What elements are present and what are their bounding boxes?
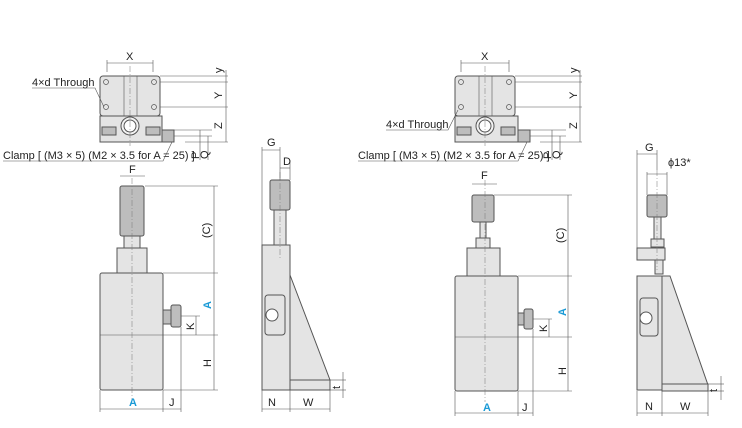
clamp-screw-left (456, 126, 472, 136)
bracket-base (661, 383, 709, 392)
dim-w: W (303, 397, 314, 409)
clamp-knob (170, 304, 182, 328)
dim-d: D (283, 156, 291, 168)
dim-h: H (557, 367, 569, 375)
dim-h: H (202, 359, 214, 367)
dim-a-bottom: A (483, 402, 491, 414)
right-top-view: X y Y Z P Q 4×d Through Clamp [ (M3 × 5)… (358, 51, 582, 162)
micrometer-shaft (653, 216, 662, 240)
clamp-label: Clamp [ (M3 × 5) (M2 × 3.5 for A = 25) ] (3, 150, 195, 162)
dim-f: F (481, 170, 488, 182)
dim-a-side: A (202, 301, 214, 309)
bracket-gusset (661, 275, 709, 392)
dim-t: t (331, 386, 343, 389)
dim-n: N (268, 397, 276, 409)
dim-x: X (481, 51, 489, 63)
bracket-base (289, 379, 331, 391)
clamp-knob (517, 129, 531, 143)
dim-g: G (267, 137, 276, 149)
dim-f: F (129, 164, 136, 176)
knob-shaft (162, 309, 172, 325)
bracket-gusset (289, 274, 331, 391)
dim-y: Y (568, 91, 580, 99)
right-front-view: F (C) A K H A J (454, 170, 572, 416)
dim-g: G (645, 142, 654, 154)
dim-t: t (708, 389, 720, 392)
left-side-view: G D N W t (261, 137, 346, 412)
stage-body (99, 272, 164, 391)
micrometer-holder (466, 247, 501, 277)
dim-n: N (645, 401, 653, 413)
dim-a-side: A (557, 308, 569, 316)
dim-y-small: y (568, 67, 580, 73)
dim-z: Z (213, 122, 225, 129)
clamp-screw-left (101, 126, 117, 136)
clamp-knob (161, 129, 175, 143)
clamp-knob (265, 308, 279, 322)
clamp-screw-right (145, 126, 161, 136)
stage-body (454, 275, 519, 392)
dim-y-small: y (213, 67, 225, 73)
dim-k: K (538, 324, 550, 332)
mounting-holes (458, 79, 512, 110)
micrometer-holder (636, 247, 666, 261)
clamp-knob (639, 311, 653, 325)
clamp-knob (523, 308, 534, 330)
knob-shaft (517, 312, 525, 326)
dim-c: (C) (555, 228, 567, 243)
clamp-label: Clamp [ (M3 × 5) (M2 × 3.5 for A = 25) ] (358, 150, 550, 162)
micrometer-knob (471, 194, 495, 223)
dim-a-bottom: A (129, 397, 137, 409)
left-top-view: X y Y Z P Q 4×d Through Clamp [ (M3 × 5)… (3, 51, 228, 162)
dim-p: P (190, 152, 202, 159)
dim-z: Z (568, 122, 580, 129)
mounting-holes (103, 79, 157, 110)
dim-w: W (680, 401, 691, 413)
dim-q: Q (199, 150, 211, 159)
left-front-view: F (C) A K H A J (99, 164, 218, 412)
micrometer-collar (475, 237, 491, 249)
right-side-view: G ϕ13* N W t (636, 142, 724, 416)
dim-p: P (542, 152, 554, 159)
dim-j: J (169, 397, 175, 409)
dim-c: (C) (201, 223, 213, 238)
holes-label: 4×d Through (386, 119, 449, 131)
dim-k: K (185, 322, 197, 330)
micrometer-collar (650, 238, 665, 248)
dim-y: Y (213, 91, 225, 99)
clamp-screw-right (500, 126, 516, 136)
holes-label: 4×d Through (32, 77, 95, 89)
micrometer-spindle (654, 259, 664, 275)
dim-phi13: ϕ13* (668, 157, 691, 169)
dim-q: Q (551, 150, 563, 159)
dim-j: J (522, 402, 528, 414)
dim-x: X (126, 51, 134, 63)
